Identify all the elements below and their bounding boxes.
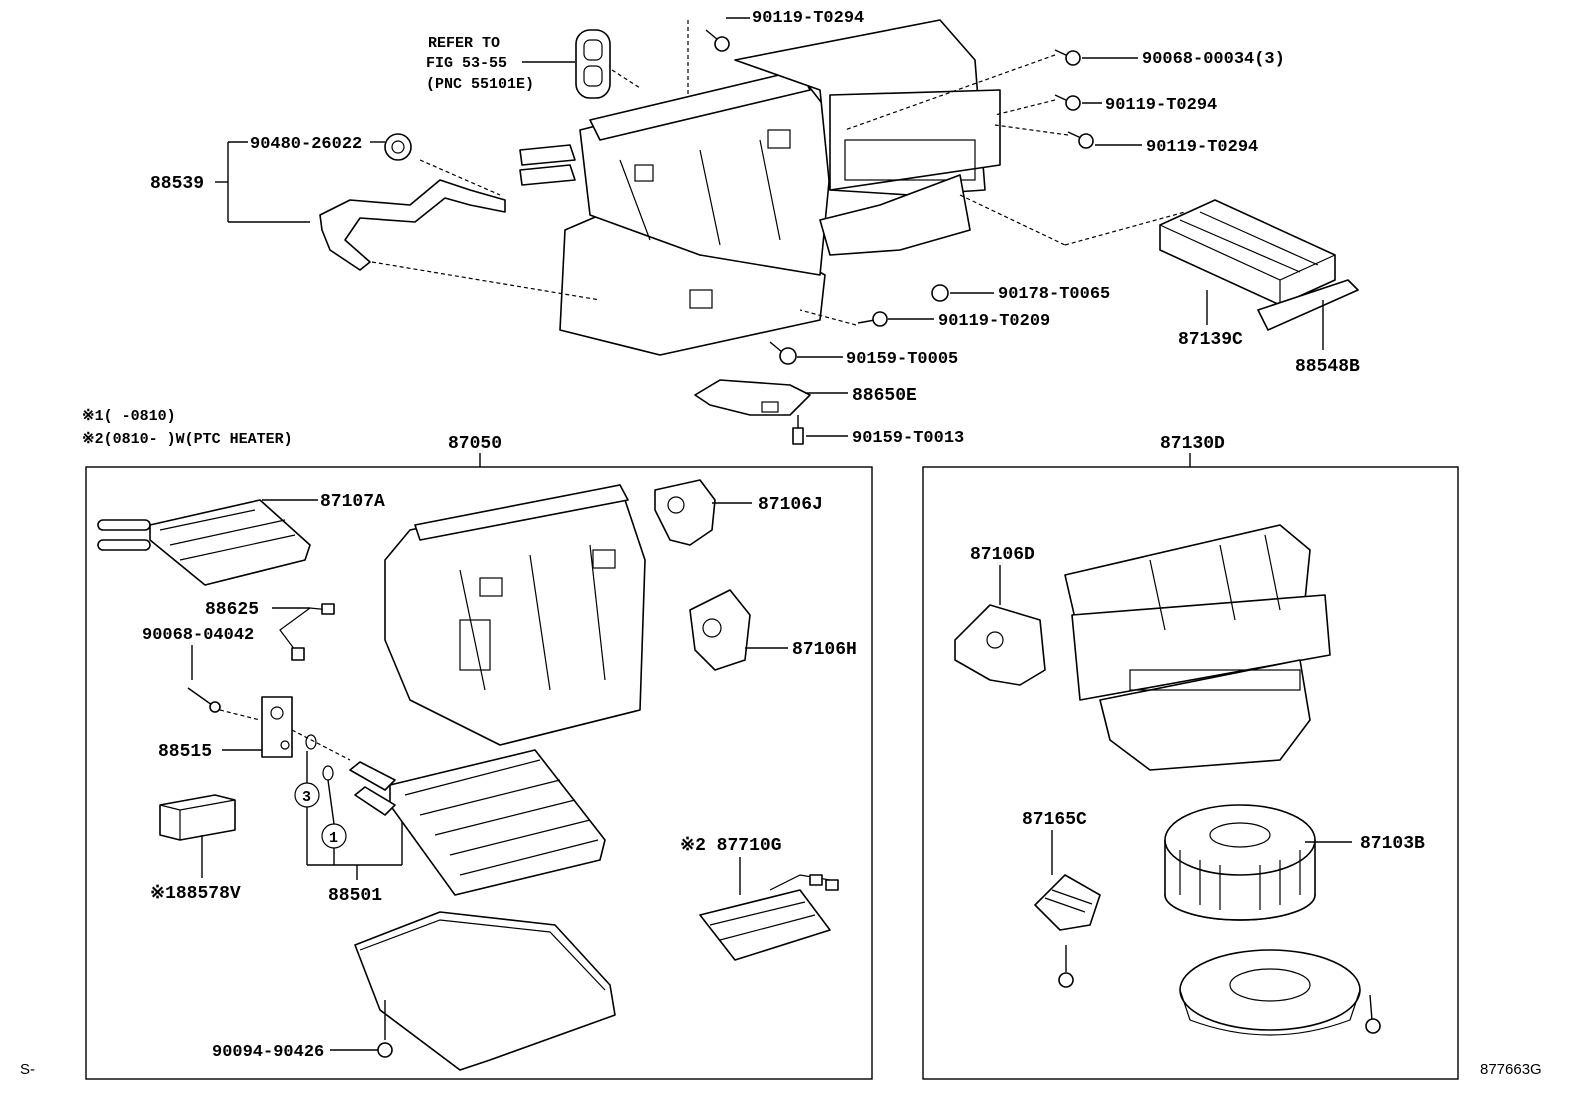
- corner-mark: S-: [20, 1061, 35, 1078]
- oring-1-label: 1: [329, 830, 338, 847]
- bolt-b-icon: [1054, 94, 1081, 111]
- label-servo-h: 87106H: [792, 640, 857, 660]
- block-icon: [159, 794, 236, 841]
- label-evaporator: 88501: [328, 886, 382, 906]
- label-filter-cover: 88548B: [1295, 357, 1360, 377]
- clip-icon: [792, 415, 804, 445]
- label-filter: 87139C: [1178, 330, 1243, 350]
- left-group-frame: [85, 466, 873, 1080]
- filter-icon: [1159, 199, 1336, 306]
- label-screw-a: 90119-T0209: [938, 312, 1050, 331]
- blower-housing-icon: [1179, 949, 1361, 1036]
- resistor-icon: [1034, 874, 1101, 931]
- blower-case-icon: [1064, 524, 1331, 771]
- label-screw-b: 90159-T0005: [846, 350, 958, 369]
- nut-icon: [931, 284, 949, 302]
- label-heater-core: 87107A: [320, 492, 385, 512]
- label-bolt-left: 90068-04042: [142, 626, 254, 645]
- bolt-c-icon: [1067, 131, 1094, 149]
- label-block: ※188578V: [150, 884, 241, 904]
- servo-h-icon: [689, 589, 751, 671]
- screw-right-a-icon: [1058, 945, 1074, 988]
- case-cover-icon: [354, 911, 616, 1071]
- label-screw-left: 90094-90426: [212, 1043, 324, 1062]
- oring-3-badge: 3: [294, 782, 320, 808]
- refer-note-line3: (PNC 55101E): [426, 76, 534, 93]
- servo-d-icon: [954, 604, 1046, 686]
- label-blower-motor: 87103B: [1360, 834, 1425, 854]
- ptc-heater-icon: [699, 874, 839, 961]
- bracket-icon: [694, 379, 811, 416]
- label-bolt-c: 90119-T0294: [1146, 138, 1258, 157]
- label-resistor: 87165C: [1022, 810, 1087, 830]
- label-hose: 88539: [150, 174, 204, 194]
- refer-note-line2: FIG 53-55: [426, 55, 507, 72]
- label-grommet: 90480-26022: [250, 135, 362, 154]
- screw-a-icon: [857, 311, 888, 327]
- label-bracket: 88650E: [852, 386, 917, 406]
- sensor-icon: [279, 603, 335, 661]
- label-ptc-heater: ※2 87710G: [680, 836, 782, 856]
- label-bolt-a: 90068-00034(3): [1142, 50, 1285, 69]
- label-clip: 90159-T0013: [852, 429, 964, 448]
- label-servo-d: 87106D: [970, 545, 1035, 565]
- label-nut: 90178-T0065: [998, 285, 1110, 304]
- diagram-id: 877663G: [1480, 1061, 1542, 1078]
- label-servo-j: 87106J: [758, 495, 823, 515]
- gasket-icon: [575, 29, 611, 99]
- right-group-frame: [922, 466, 1459, 1080]
- label-bolt-top: 90119-T0294: [752, 9, 864, 28]
- evaporator-icon: [349, 749, 606, 896]
- refer-note-line1: REFER TO: [428, 35, 500, 52]
- label-right-group: 87130D: [1160, 434, 1225, 454]
- refer-note: REFER TO FIG 53-55 (PNC 55101E): [426, 35, 575, 93]
- bolt-top-icon: [705, 29, 730, 52]
- servo-j-icon: [654, 479, 716, 546]
- bolt-left-icon: [187, 687, 221, 713]
- label-bolt-b: 90119-T0294: [1105, 96, 1217, 115]
- oring-3-label: 3: [302, 789, 311, 806]
- grommet-icon: [384, 133, 412, 161]
- screw-b-icon: [769, 341, 797, 365]
- hvac-case-icon: [519, 19, 1001, 356]
- heater-core-icon: [97, 499, 311, 586]
- oring-icon: [305, 734, 334, 781]
- expansion-valve-icon: [261, 696, 293, 758]
- label-sensor: 88625: [205, 600, 259, 620]
- bolt-a-icon: [1054, 49, 1081, 66]
- hvac-case-left-icon: [384, 484, 646, 746]
- oring-1-badge: 1: [321, 823, 347, 849]
- footnote-1: ※1( -0810): [82, 408, 176, 425]
- screw-right-b-icon: [1365, 994, 1381, 1034]
- label-left-group: 87050: [448, 434, 502, 454]
- filter-cover-icon: [1257, 279, 1359, 331]
- label-valve: 88515: [158, 742, 212, 762]
- hose-icon: [319, 179, 506, 271]
- footnote-2: ※2(0810- )W(PTC HEATER): [82, 431, 293, 448]
- blower-motor-icon: [1164, 804, 1316, 921]
